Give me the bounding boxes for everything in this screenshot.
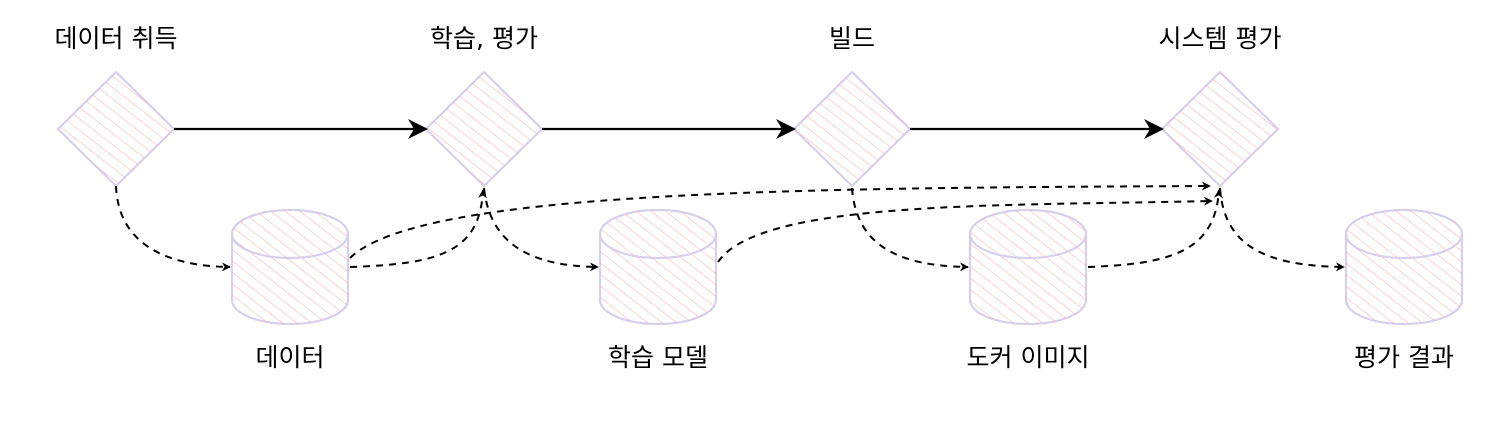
artifact-node-docker-image <box>968 208 1088 326</box>
stage-label-system-eval: 시스템 평가 <box>1159 24 1282 53</box>
stage-node-system-eval <box>1160 70 1280 188</box>
dashed-arrow-train-to-model <box>483 187 599 272</box>
stage-label-build: 빌드 <box>829 24 875 53</box>
artifact-label-trained-model: 학습 모델 <box>608 343 708 372</box>
artifact-node-eval-result <box>1344 208 1464 326</box>
artifact-node-trained-model <box>598 208 718 326</box>
dashed-arrow-system-eval-to-result <box>1219 187 1345 272</box>
dashed-arrow-data-to-train <box>349 189 488 268</box>
dashed-arrow-data-to-system-eval <box>349 181 1211 259</box>
dashed-arrow-acquisition-to-data <box>115 185 231 272</box>
stage-label-data-acquisition: 데이터 취득 <box>55 24 178 53</box>
artifact-label-eval-result: 평가 결과 <box>1354 343 1454 372</box>
stage-label-train-eval: 학습, 평가 <box>430 24 538 53</box>
dashed-arrow-build-to-docker <box>851 187 969 272</box>
stage-node-build <box>792 70 912 188</box>
stage-node-train-eval <box>424 70 544 188</box>
artifact-node-data <box>230 208 350 326</box>
artifact-label-docker-image: 도커 이미지 <box>967 343 1090 372</box>
dashed-arrow-model-to-system-eval <box>717 196 1213 263</box>
artifact-label-data: 데이터 <box>255 343 324 372</box>
dashed-arrow-docker-to-system-eval <box>1087 189 1223 268</box>
stage-node-data-acquisition <box>56 70 176 188</box>
